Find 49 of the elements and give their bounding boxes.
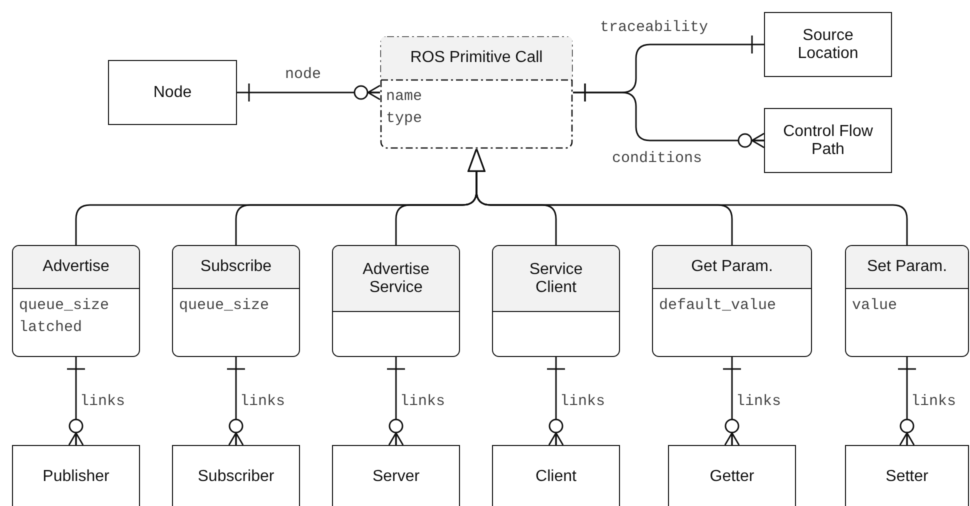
entity-name: Source Location (796, 26, 860, 62)
edge-label: traceability (600, 20, 708, 36)
relationship-line (897, 357, 917, 446)
inheritance-arrow (468, 148, 908, 245)
entity-name: Getter (710, 468, 754, 486)
class-box (12, 245, 140, 357)
relationship-line (237, 82, 381, 102)
entity-name: Subscriber (198, 468, 274, 486)
class-name: Subscribe (200, 258, 272, 276)
class-box (845, 245, 969, 357)
class-box (652, 245, 812, 357)
relationship-line (573, 82, 765, 148)
entity-box (668, 445, 796, 506)
class-box (332, 245, 460, 357)
class-name: Service Client (528, 260, 584, 296)
class-name: ROS Primitive Call (410, 49, 543, 67)
attribute-text: type (386, 109, 422, 129)
entity-name: Publisher (42, 468, 110, 486)
class-box (380, 36, 573, 149)
attribute-text: latched (19, 318, 82, 338)
relationship-line (226, 357, 246, 446)
entity-box (845, 445, 969, 506)
entity-name: Control Flow Path (783, 122, 873, 158)
attribute-text: default_value (659, 296, 776, 316)
attribute-text: queue_size (19, 296, 110, 316)
entity-name: Server (372, 468, 420, 486)
relationship-line (722, 357, 742, 446)
entity-name: Setter (886, 468, 928, 486)
relationship-line (546, 357, 566, 446)
entity-box (172, 445, 300, 506)
attribute-text: queue_size (179, 296, 270, 316)
attribute-text: name (386, 87, 422, 107)
entity-box (108, 60, 237, 125)
entity-name: Client (536, 468, 576, 486)
entity-name: Node (153, 84, 192, 102)
class-box (172, 245, 300, 357)
entity-box (12, 445, 140, 506)
entity-box (332, 445, 460, 506)
entity-box (492, 445, 620, 506)
class-name: Advertise Service (362, 260, 430, 296)
class-name: Get Param. (691, 258, 773, 276)
relationship-line (386, 357, 406, 446)
attribute-text: value (852, 296, 898, 316)
class-box (492, 245, 620, 357)
class-name: Advertise (42, 258, 110, 276)
class-name: Set Param. (866, 258, 948, 276)
entity-box (764, 12, 892, 77)
relationship-line (66, 357, 86, 446)
entity-box (764, 108, 892, 173)
